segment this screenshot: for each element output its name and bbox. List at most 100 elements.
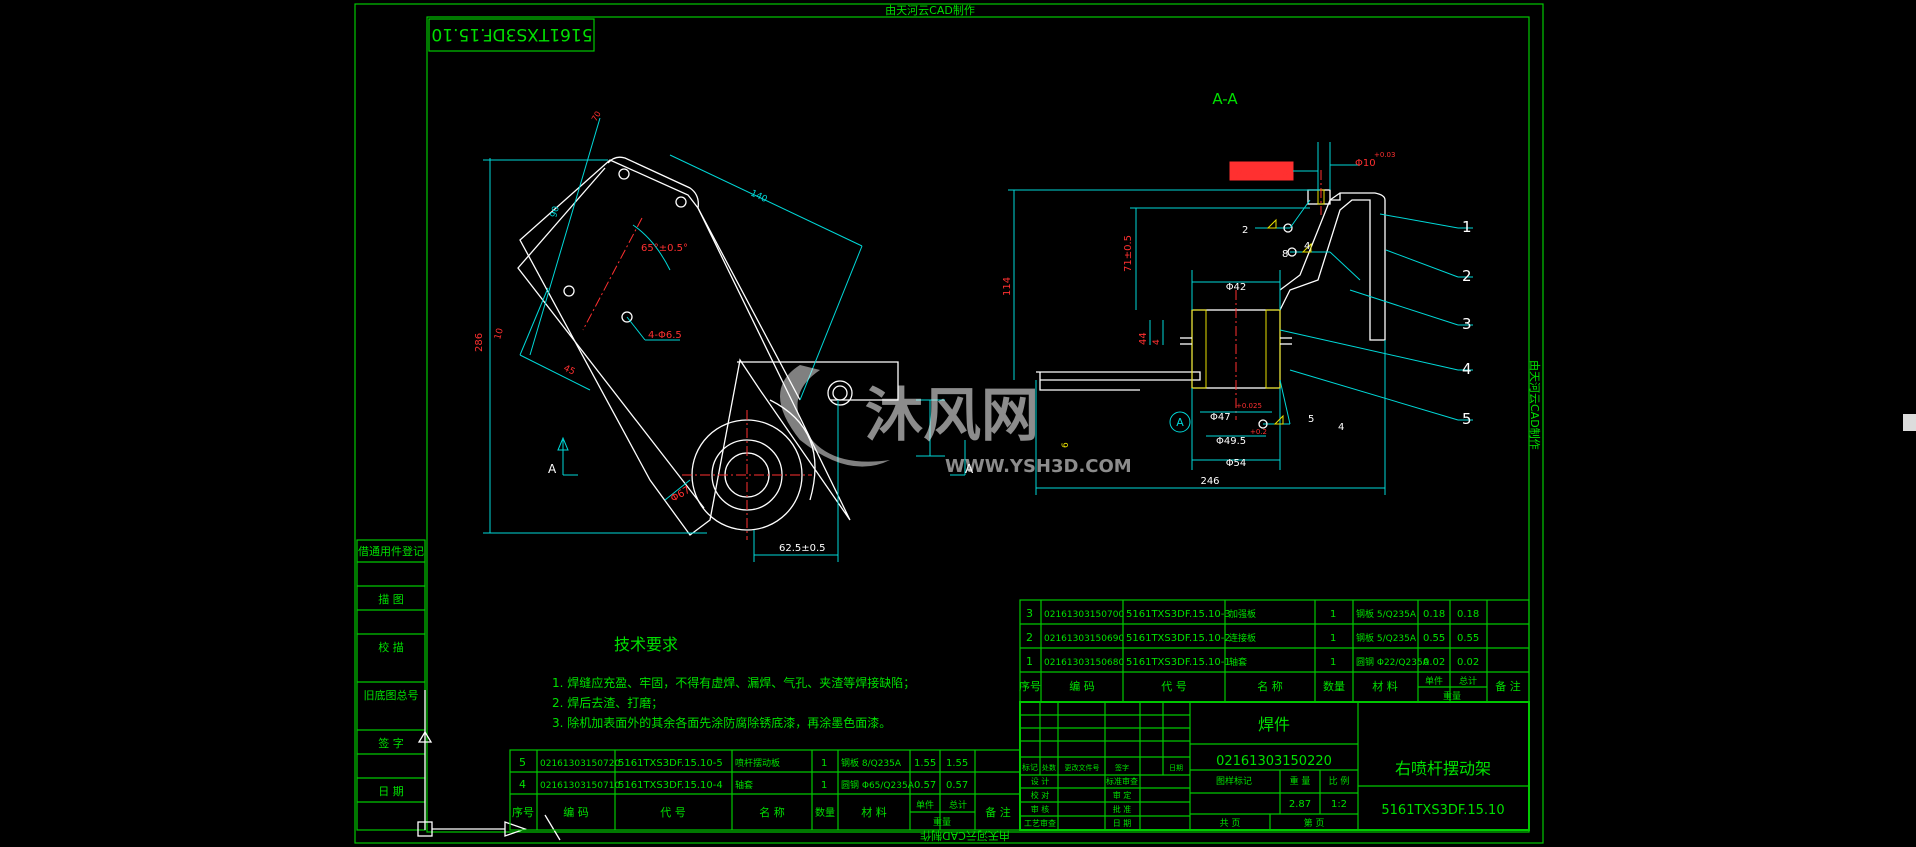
sidebar-label-5: 日 期 (378, 785, 404, 798)
weld-4a: 4 (1304, 241, 1310, 252)
sidebar-label-2: 校 描 (378, 640, 404, 654)
bom-row-material: 圆钢 Φ22/Q235A (1356, 656, 1430, 668)
dim-140: 140 (749, 189, 769, 205)
dim-286: 286 (474, 333, 485, 352)
bom-row-unit-weight: 1.55 (914, 758, 936, 769)
dim-246: 246 (1200, 476, 1219, 487)
view-arrow-left-label: A (548, 462, 557, 476)
tb-weld: 焊件 (1258, 715, 1290, 734)
right-part-view (1008, 142, 1473, 495)
dim-r70: 70 (590, 110, 603, 123)
tb-row-review: 审 核 (1031, 804, 1050, 814)
weld-2: 2 (1242, 225, 1248, 236)
bom-row-total-weight: 0.55 (1457, 633, 1479, 644)
balloon-3: 3 (1462, 315, 1472, 333)
dim-phi10: Φ10 (1355, 158, 1376, 169)
bomlh-name: 名 称 (759, 805, 785, 819)
bomh-weight: 重量 (1443, 690, 1461, 702)
bom-row-no: 5 (519, 756, 526, 769)
bomlh-mat: 材 料 (861, 805, 887, 819)
tb-mid-std: 标准审查 (1106, 776, 1138, 786)
bom-row-qty: 1 (821, 758, 827, 769)
bom-row-name: 连接板 (1229, 632, 1256, 644)
dim-4hole: 4-Φ6.5 (648, 330, 682, 341)
bomlh-unit: 单件 (916, 799, 934, 811)
left-part-view (483, 117, 966, 562)
hole-3 (563, 285, 575, 297)
sidebar-label-4: 签 字 (378, 736, 404, 750)
bomh-drawing: 代 号 (1161, 680, 1187, 693)
tb-weight: 2.87 (1289, 799, 1311, 810)
tb-mid-ratify: 批 准 (1113, 804, 1132, 814)
bom-row-total-weight: 1.55 (946, 758, 968, 769)
bom-row-drawing: 5161TXS3DF.15.10-4 (618, 780, 723, 791)
bom-row-total-weight: 0.02 (1457, 657, 1479, 668)
dim-phi49-5-tol: +0.2 (1250, 428, 1267, 436)
bomlh-code: 编 码 (563, 805, 589, 819)
dim-6: 6 (1061, 442, 1071, 448)
bom-row-qty: 1 (1330, 633, 1336, 644)
tb-sheet-total: 共 页 (1220, 818, 1241, 829)
bom-row-material: 钢板 5/Q235A (1356, 608, 1417, 620)
balloon-1: 1 (1462, 218, 1472, 236)
watermark-url: WWW.YSH3D.COM (945, 456, 1132, 477)
tb-sheet-no: 第 页 (1304, 817, 1325, 829)
datum-A-label: A (1176, 416, 1184, 429)
tol-ref: A (1282, 168, 1289, 179)
tb-mark-label: 图样标记 (1216, 775, 1252, 787)
drawing-no-box (428, 18, 595, 52)
balloon-2: 2 (1462, 267, 1472, 285)
tb-mid-approve: 审 定 (1113, 790, 1132, 800)
bom-row-code: 02161303150680 (1044, 658, 1124, 668)
dim-90: 90 (549, 205, 562, 219)
sidebar-label-3: 旧底图总号 (364, 688, 419, 702)
vertical-scrollbar-thumb[interactable] (1903, 414, 1916, 431)
bomh-total: 总计 (1459, 675, 1477, 687)
outer-border (354, 3, 1544, 844)
side-caption: 由天河云CAD制作 (1528, 360, 1542, 450)
bomlh-no: 序号 (512, 805, 534, 819)
tb-row-mark: 标记 (1022, 762, 1038, 772)
bomh-remark: 备 注 (1495, 679, 1521, 693)
drawing-no-box-text: 5161TXS3DF.15.10 (431, 24, 592, 44)
sidebar-label-1: 描 图 (378, 592, 404, 606)
bom-row-code: 02161303150690 (1044, 634, 1124, 644)
bom-row-name: 轴套 (1229, 656, 1247, 668)
view-arrow-mid-label: A (965, 462, 974, 476)
bom-row-qty: 1 (821, 780, 827, 791)
bom-row-unit-weight: 0.02 (1423, 657, 1445, 668)
bomlh-weight: 重量 (933, 816, 951, 828)
tb-col-count: 处数 (1042, 763, 1056, 772)
bomh-unit: 单件 (1425, 675, 1443, 687)
bom-row-name: 喷杆摆动板 (735, 757, 780, 769)
bom-row-material: 钢板 5/Q235A (1356, 632, 1417, 644)
tech-line-1: 1. 焊缝应充盈、牢固，不得有虚焊、漏焊、气孔、夹渣等焊接缺陷； (552, 675, 915, 690)
tb-row-check: 校 对 (1031, 790, 1050, 800)
bomlh-drawing: 代 号 (660, 806, 686, 819)
dim-phi47-tol: +0.025 (1236, 402, 1262, 410)
tech-line-2: 2. 焊后去渣、打磨； (552, 695, 663, 710)
sidebar-label-0: 借通用件登记 (358, 544, 424, 558)
bom-row-unit-weight: 0.57 (914, 780, 936, 791)
bom-upper-table (1019, 599, 1530, 703)
weld-4b: 4 (1338, 422, 1344, 433)
dim-phi49-5: Φ49.5 (1216, 436, 1246, 447)
bom-row-material: 钢板 8/Q235A (841, 757, 902, 769)
weld-8: 8 (1282, 249, 1288, 260)
bom-row-code: 02161303150700 (1044, 610, 1124, 620)
dim-10: 10 (493, 327, 506, 341)
bom-row-total-weight: 0.57 (946, 780, 968, 791)
bomh-mat: 材 料 (1372, 679, 1398, 693)
section-label: A-A (1212, 90, 1238, 108)
tb-row-process: 工艺审查 (1024, 818, 1056, 828)
tb-row-design: 设 计 (1031, 776, 1050, 786)
dim-phi54: Φ54 (1226, 458, 1247, 469)
tb-scale: 1:2 (1331, 799, 1347, 810)
dim-114: 114 (1002, 277, 1013, 296)
watermark: 沐风网 WWW.YSH3D.COM (780, 365, 1132, 477)
left-sidebar: 借通用件登记 描 图 校 描 旧底图总号 签 字 日 期 (356, 539, 561, 841)
dim-45: 45 (562, 364, 577, 378)
tb-col-sign: 签字 (1115, 763, 1129, 772)
datum-circle-A (1169, 411, 1191, 433)
